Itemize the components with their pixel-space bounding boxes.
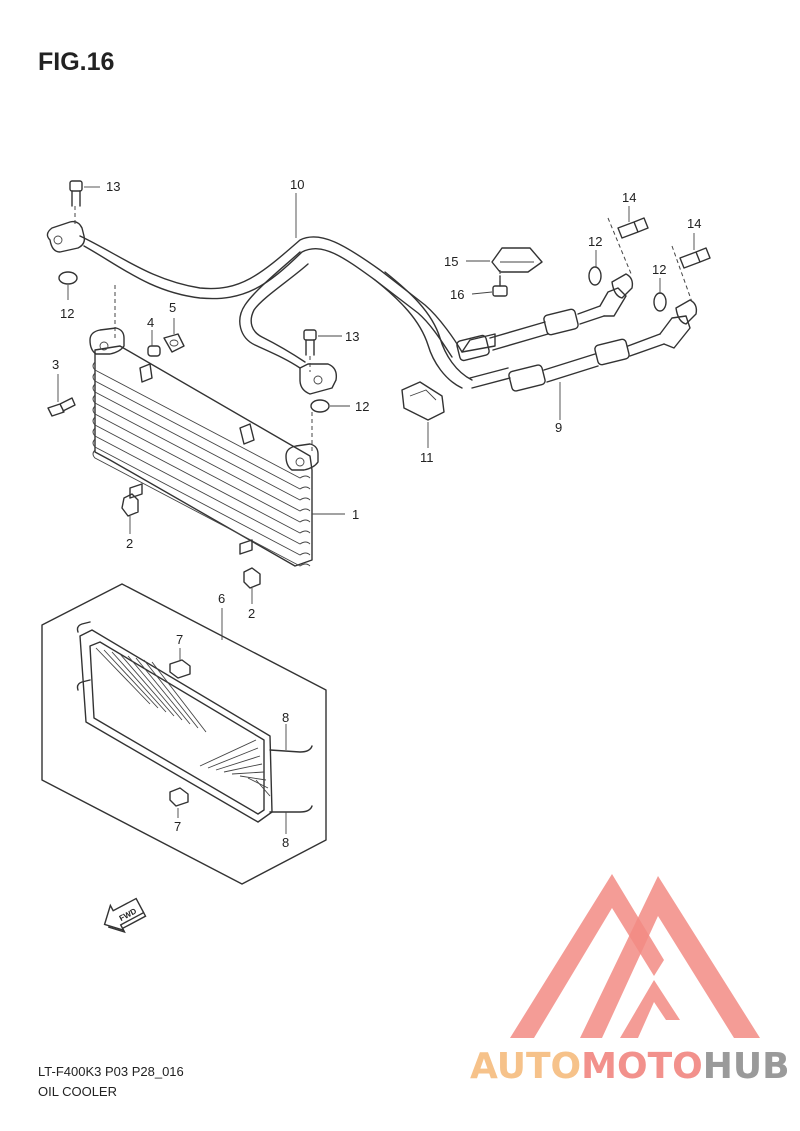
o-ring-part-12-a bbox=[58, 271, 78, 285]
clamp-part-15 bbox=[491, 247, 543, 273]
leader-lines bbox=[57, 186, 695, 834]
callout-12-b: 12 bbox=[652, 262, 666, 277]
grill-mesh-line bbox=[247, 777, 269, 789]
grommet-part-5 bbox=[163, 333, 185, 353]
figure-title: FIG.16 bbox=[38, 48, 115, 76]
callout-6: 6 bbox=[218, 591, 225, 606]
bolt-part-13-b bbox=[303, 329, 317, 356]
callout-9: 9 bbox=[555, 420, 562, 435]
grill-mesh-line bbox=[215, 755, 261, 771]
callout-11: 11 bbox=[420, 450, 434, 465]
automotohub-logo-icon bbox=[510, 874, 760, 1038]
callout-3: 3 bbox=[52, 357, 59, 372]
grill-mesh-line bbox=[127, 655, 183, 721]
callout-1: 1 bbox=[352, 507, 359, 522]
callout-14-b: 14 bbox=[687, 216, 701, 231]
callout-labels: 13 10 14 12 14 12 15 16 12 5 4 13 3 12 1… bbox=[52, 177, 701, 850]
grill-mesh-line bbox=[231, 771, 265, 775]
grill-mesh-line bbox=[143, 659, 199, 729]
cooler-fin bbox=[92, 394, 311, 512]
callout-15: 15 bbox=[444, 254, 458, 269]
o-ring-part-12-b bbox=[588, 266, 602, 286]
callout-7-a: 7 bbox=[176, 632, 183, 647]
cooler-fin bbox=[92, 416, 311, 534]
bolt-part-3 bbox=[47, 397, 76, 417]
bolt-part-13-a bbox=[69, 180, 83, 207]
grill-mesh-line bbox=[151, 661, 207, 733]
cushion-part-2-b bbox=[243, 567, 261, 589]
callout-13-a: 13 bbox=[106, 179, 120, 194]
cooler-fin bbox=[92, 383, 311, 501]
callout-4: 4 bbox=[147, 315, 154, 330]
o-ring-part-12-d bbox=[310, 399, 330, 413]
assembly-name: OIL COOLER bbox=[38, 1084, 117, 1099]
callout-8-b: 8 bbox=[282, 835, 289, 850]
bolt-part-14-a bbox=[617, 217, 649, 239]
cooler-grill-part-6 bbox=[41, 583, 327, 885]
grill-mesh-line bbox=[239, 775, 267, 781]
o-ring-part-12-c bbox=[653, 292, 667, 312]
callout-12-a: 12 bbox=[588, 234, 602, 249]
cooler-fin bbox=[92, 361, 311, 479]
cooler-fin bbox=[92, 438, 311, 556]
grill-mesh-line bbox=[95, 647, 151, 705]
callout-2-a: 2 bbox=[126, 536, 133, 551]
callout-16: 16 bbox=[450, 287, 464, 302]
cooler-fin bbox=[92, 449, 311, 567]
grill-mesh-line bbox=[207, 747, 259, 769]
bolt-part-14-b bbox=[679, 247, 711, 269]
cushion-part-2-a bbox=[121, 493, 139, 517]
grill-mesh-line bbox=[223, 763, 263, 773]
callout-14-a: 14 bbox=[622, 190, 636, 205]
callout-10: 10 bbox=[290, 177, 304, 192]
wordmark-moto: MOTO bbox=[581, 1046, 703, 1087]
collar-part-4 bbox=[147, 345, 161, 357]
cooler-fin bbox=[92, 372, 311, 490]
callout-12-d: 12 bbox=[355, 399, 369, 414]
oil-hose-part-9 bbox=[456, 273, 698, 392]
callout-7-b: 7 bbox=[174, 819, 181, 834]
wordmark-auto: AUTO bbox=[470, 1046, 582, 1087]
grill-mesh-line bbox=[199, 739, 257, 767]
callout-8-a: 8 bbox=[282, 710, 289, 725]
model-code: LT-F400K3 P03 P28_016 bbox=[38, 1064, 184, 1079]
callout-12-c: 12 bbox=[60, 306, 74, 321]
grill-mesh-line bbox=[103, 649, 159, 709]
fwd-arrow-icon: FWD bbox=[103, 897, 147, 934]
automotohub-wordmark: AUTOMOTOHUB bbox=[470, 1046, 790, 1087]
callout-2-b: 2 bbox=[248, 606, 255, 621]
callout-5: 5 bbox=[169, 300, 176, 315]
grill-mesh-line bbox=[111, 651, 167, 713]
grill-mesh-line bbox=[255, 779, 271, 797]
hose-guard-part-11 bbox=[401, 381, 445, 421]
grill-mesh-line bbox=[119, 653, 175, 717]
grill-mesh-line bbox=[135, 657, 191, 725]
callout-13-b: 13 bbox=[345, 329, 359, 344]
oil-cooler-line-part-10 bbox=[46, 220, 473, 395]
cooler-fin bbox=[92, 427, 311, 545]
oil-cooler-part-1 bbox=[89, 327, 319, 567]
cooler-fin bbox=[92, 405, 311, 523]
wordmark-hub: HUB bbox=[702, 1046, 790, 1087]
